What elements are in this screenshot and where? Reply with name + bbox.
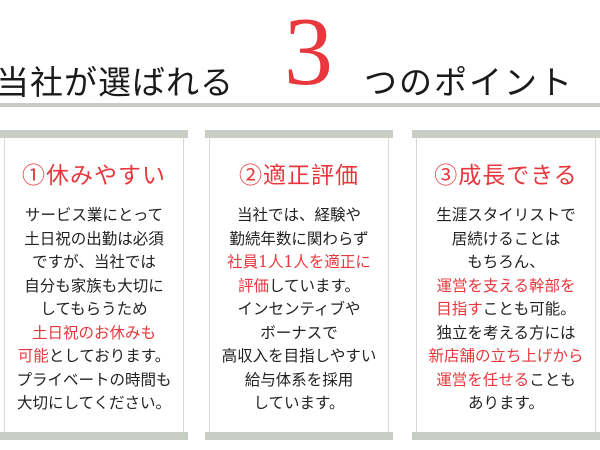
card-text-line: しています。 [211, 392, 387, 416]
card-text-line: 運営を任せることも [418, 369, 594, 393]
card-border-left [209, 138, 210, 432]
card-bottom-bar [0, 432, 188, 440]
card-border-right [595, 138, 596, 432]
point-card-3: ③成長できる 生涯スタイリストで居続けることはもちろん、運営を支える幹部を目指す… [412, 130, 600, 440]
card-text-line: プライベートの時間も [6, 369, 182, 393]
text: 高収入を目指しやすい [221, 347, 377, 365]
card-text-line: 目指すことも可能。 [418, 298, 594, 322]
text: 居続けることは [451, 229, 561, 248]
card-text-line: 生涯スタイリストで [418, 204, 594, 228]
card-text-line: 居続けることは [418, 228, 594, 252]
text: しています。 [253, 394, 345, 412]
text: 勤続年数に関わらず [229, 229, 369, 248]
card-text-line: サービス業にとって [6, 204, 182, 228]
highlighted-text: 目指す [436, 300, 483, 318]
card-text-line: 高収入を目指しやすい [211, 345, 387, 369]
text: あります。 [468, 394, 544, 412]
card-text-line: ですが、当社では [6, 251, 182, 275]
card-body: 当社では、経験や勤続年数に関わらず社員1人1人を適正に評価しています。インセンテ… [211, 204, 387, 416]
text: ボーナスで [260, 323, 338, 342]
card-text-line: インセンティブや [211, 298, 387, 322]
text: ことも可能。 [482, 300, 576, 318]
text: 独立を考える方には [436, 323, 576, 342]
headline-suffix: つのポイント [364, 63, 574, 102]
card-bottom-bar [412, 432, 600, 440]
card-text-line: 土日祝の出勤は必須 [6, 228, 182, 252]
card-body: 生涯スタイリストで居続けることはもちろん、運営を支える幹部を目指すことも可能。独… [418, 204, 594, 416]
highlighted-text: 土日祝のお休みも [31, 323, 156, 342]
text: もちろん、 [467, 253, 545, 271]
text: としております。 [48, 347, 171, 365]
text: 給与体系を採用 [244, 370, 354, 389]
card-text-line: 新店舗の立ち上げから [418, 345, 594, 369]
card-text-line: あります。 [418, 392, 594, 416]
card-title: ③成長できる [434, 163, 578, 189]
text: 土日祝の出勤は必須 [24, 229, 164, 248]
card-text-line: ボーナスで [211, 322, 387, 346]
card-text-line: 勤続年数に関わらず [211, 228, 387, 252]
card-text-line: 社員1人1人を適正に [211, 251, 387, 275]
text: 生涯スタイリストで [436, 206, 576, 224]
headline-prefix: 当社が選ばれる [0, 63, 234, 102]
card-text-line: 自分も家族も大切に [6, 275, 182, 299]
card-border-right [388, 138, 389, 432]
text: してもらうため [40, 300, 148, 318]
highlighted-text: 社員1人1人を適正に [227, 253, 371, 271]
card-text-line: 可能としております。 [6, 345, 182, 369]
point-card-2: ②適正評価 当社では、経験や勤続年数に関わらず社員1人1人を適正に評価しています… [205, 130, 393, 440]
headline-underline [0, 103, 600, 107]
card-text-line: もちろん、 [418, 251, 594, 275]
text: インセンティブや [237, 300, 361, 318]
highlighted-text: 運営を任せる [436, 370, 530, 389]
text: 当社では、経験や [236, 206, 361, 224]
highlighted-text: 新店舗の立ち上げから [428, 347, 584, 365]
headline-number: 3 [284, 0, 333, 106]
text: ですが、当社では [32, 253, 156, 271]
card-text-line: 給与体系を採用 [211, 369, 387, 393]
card-border-right [183, 138, 184, 432]
point-card-1: ①休みやすい サービス業にとって土日祝の出勤は必須ですが、当社では自分も家族も大… [0, 130, 188, 440]
card-top-bar [0, 130, 188, 138]
card-text-line: 運営を支える幹部を [418, 275, 594, 299]
card-bottom-bar [205, 432, 393, 440]
card-text-line: 当社では、経験や [211, 204, 387, 228]
card-top-bar [412, 130, 600, 138]
highlighted-text: 運営を支える幹部を [436, 276, 576, 295]
card-top-bar [205, 130, 393, 138]
card-text-line: 評価しています。 [211, 275, 387, 299]
highlighted-text: 評価 [237, 276, 269, 295]
card-text-line: してもらうため [6, 298, 182, 322]
card-title: ①休みやすい [22, 163, 166, 189]
card-border-left [4, 138, 5, 432]
card-body: サービス業にとって土日祝の出勤は必須ですが、当社では自分も家族も大切にしてもらう… [6, 204, 182, 416]
text: しています。 [269, 276, 360, 295]
card-text-line: 大切にしてください。 [6, 392, 182, 416]
text: サービス業にとって [24, 206, 164, 224]
highlighted-text: 可能 [17, 347, 49, 365]
text: ことも [529, 370, 576, 389]
card-text-line: 土日祝のお休みも [6, 322, 182, 346]
card-border-left [416, 138, 417, 432]
card-text-line: 独立を考える方には [418, 322, 594, 346]
headline: 当社が選ばれる 3 つのポイント [0, 0, 600, 104]
text: プライベートの時間も [16, 370, 172, 389]
card-title: ②適正評価 [239, 163, 359, 189]
text: 自分も家族も大切に [24, 276, 164, 295]
text: 大切にしてください。 [16, 394, 172, 412]
